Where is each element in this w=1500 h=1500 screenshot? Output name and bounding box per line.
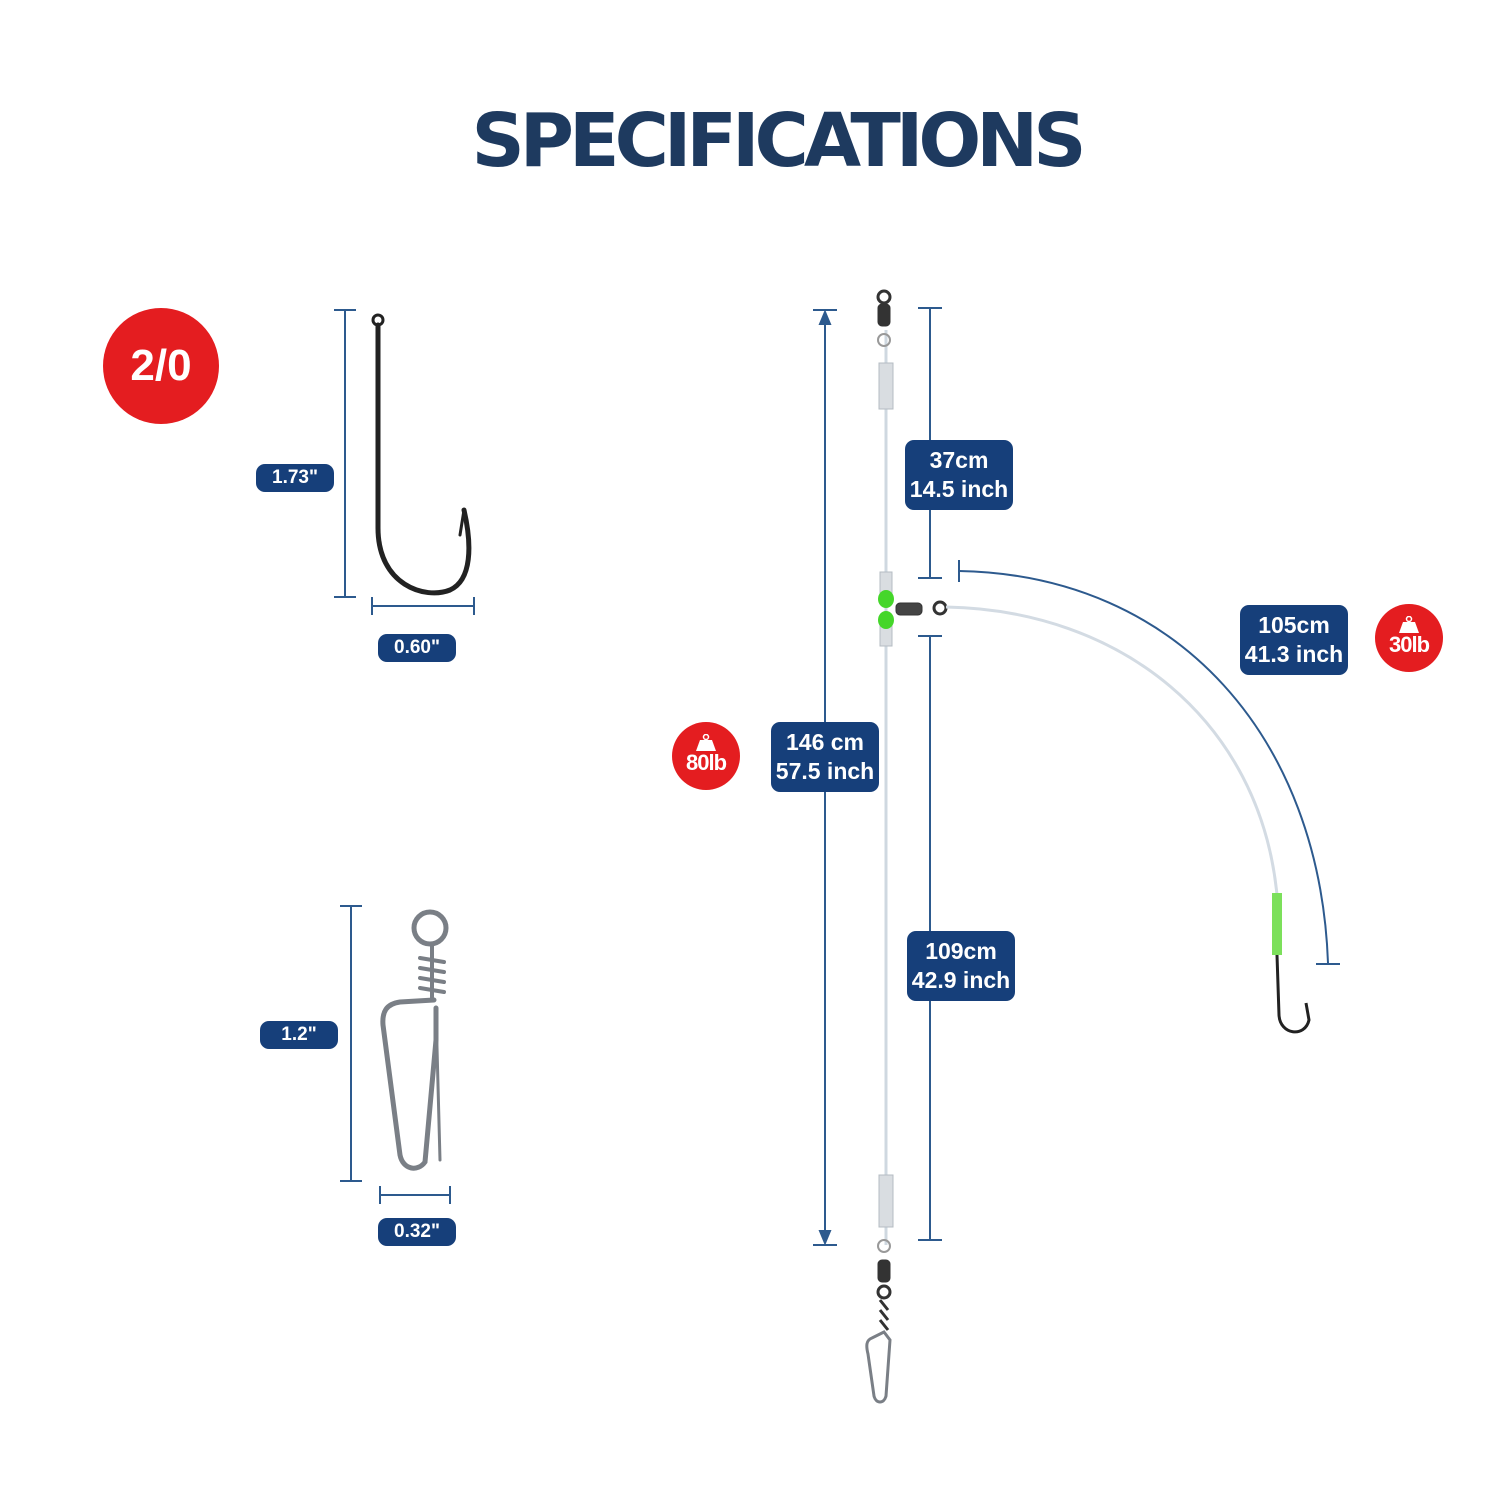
branch-green-tube <box>1272 893 1282 955</box>
snap-length-label: 1.2" <box>260 1021 338 1049</box>
branch-length-inch: 41.3 inch <box>1244 640 1344 667</box>
branch-length-label: 105cm 41.3 inch <box>1240 605 1348 675</box>
branch-swivel <box>895 600 948 616</box>
total-length-label: 146 cm 57.5 inch <box>771 722 879 792</box>
upper-length-label: 37cm 14.5 inch <box>905 440 1013 510</box>
hook-length-dimension <box>334 309 356 598</box>
branch-hook <box>1275 954 1311 1034</box>
total-length-cm: 146 cm <box>785 729 864 755</box>
hook-width-dimension <box>371 597 475 615</box>
branch-line <box>945 605 1279 896</box>
hook-size-badge: 2/0 <box>103 308 219 424</box>
hook-length-label: 1.73" <box>256 464 334 492</box>
snap-width-dimension <box>379 1186 451 1204</box>
weight-icon <box>1399 616 1419 633</box>
total-length-inch: 57.5 inch <box>775 757 875 784</box>
snap-width-label: 0.32" <box>378 1218 456 1246</box>
upper-length-cm: 37cm <box>929 447 989 473</box>
lower-length-cm: 109cm <box>925 938 997 964</box>
bottom-snap <box>865 1330 892 1404</box>
branch-length-cm: 105cm <box>1258 612 1330 638</box>
top-crimp-sleeve <box>878 362 894 410</box>
bottom-swivel <box>876 1239 892 1331</box>
green-bead-bottom <box>878 611 894 629</box>
snap-illustration <box>380 909 449 1171</box>
main-line-strength-badge: 80lb <box>672 722 740 790</box>
branch-length-dimension <box>958 560 1340 965</box>
green-bead-top <box>878 590 894 608</box>
top-swivel <box>876 289 892 347</box>
lower-length-label: 109cm 42.9 inch <box>907 931 1015 1001</box>
snap-length-dimension <box>340 905 362 1182</box>
weight-icon <box>696 734 716 751</box>
lower-length-inch: 42.9 inch <box>911 966 1011 993</box>
branch-line-strength-badge: 30lb <box>1375 604 1443 672</box>
main-line-strength: 80lb <box>685 750 727 775</box>
hook-illustration <box>371 313 472 596</box>
hook-width-label: 0.60" <box>378 634 456 662</box>
branch-line-strength: 30lb <box>1388 632 1430 657</box>
bottom-crimp-sleeve <box>878 1174 894 1228</box>
upper-length-inch: 14.5 inch <box>909 475 1009 502</box>
page-title: SPECIFICATIONS <box>471 98 1087 184</box>
